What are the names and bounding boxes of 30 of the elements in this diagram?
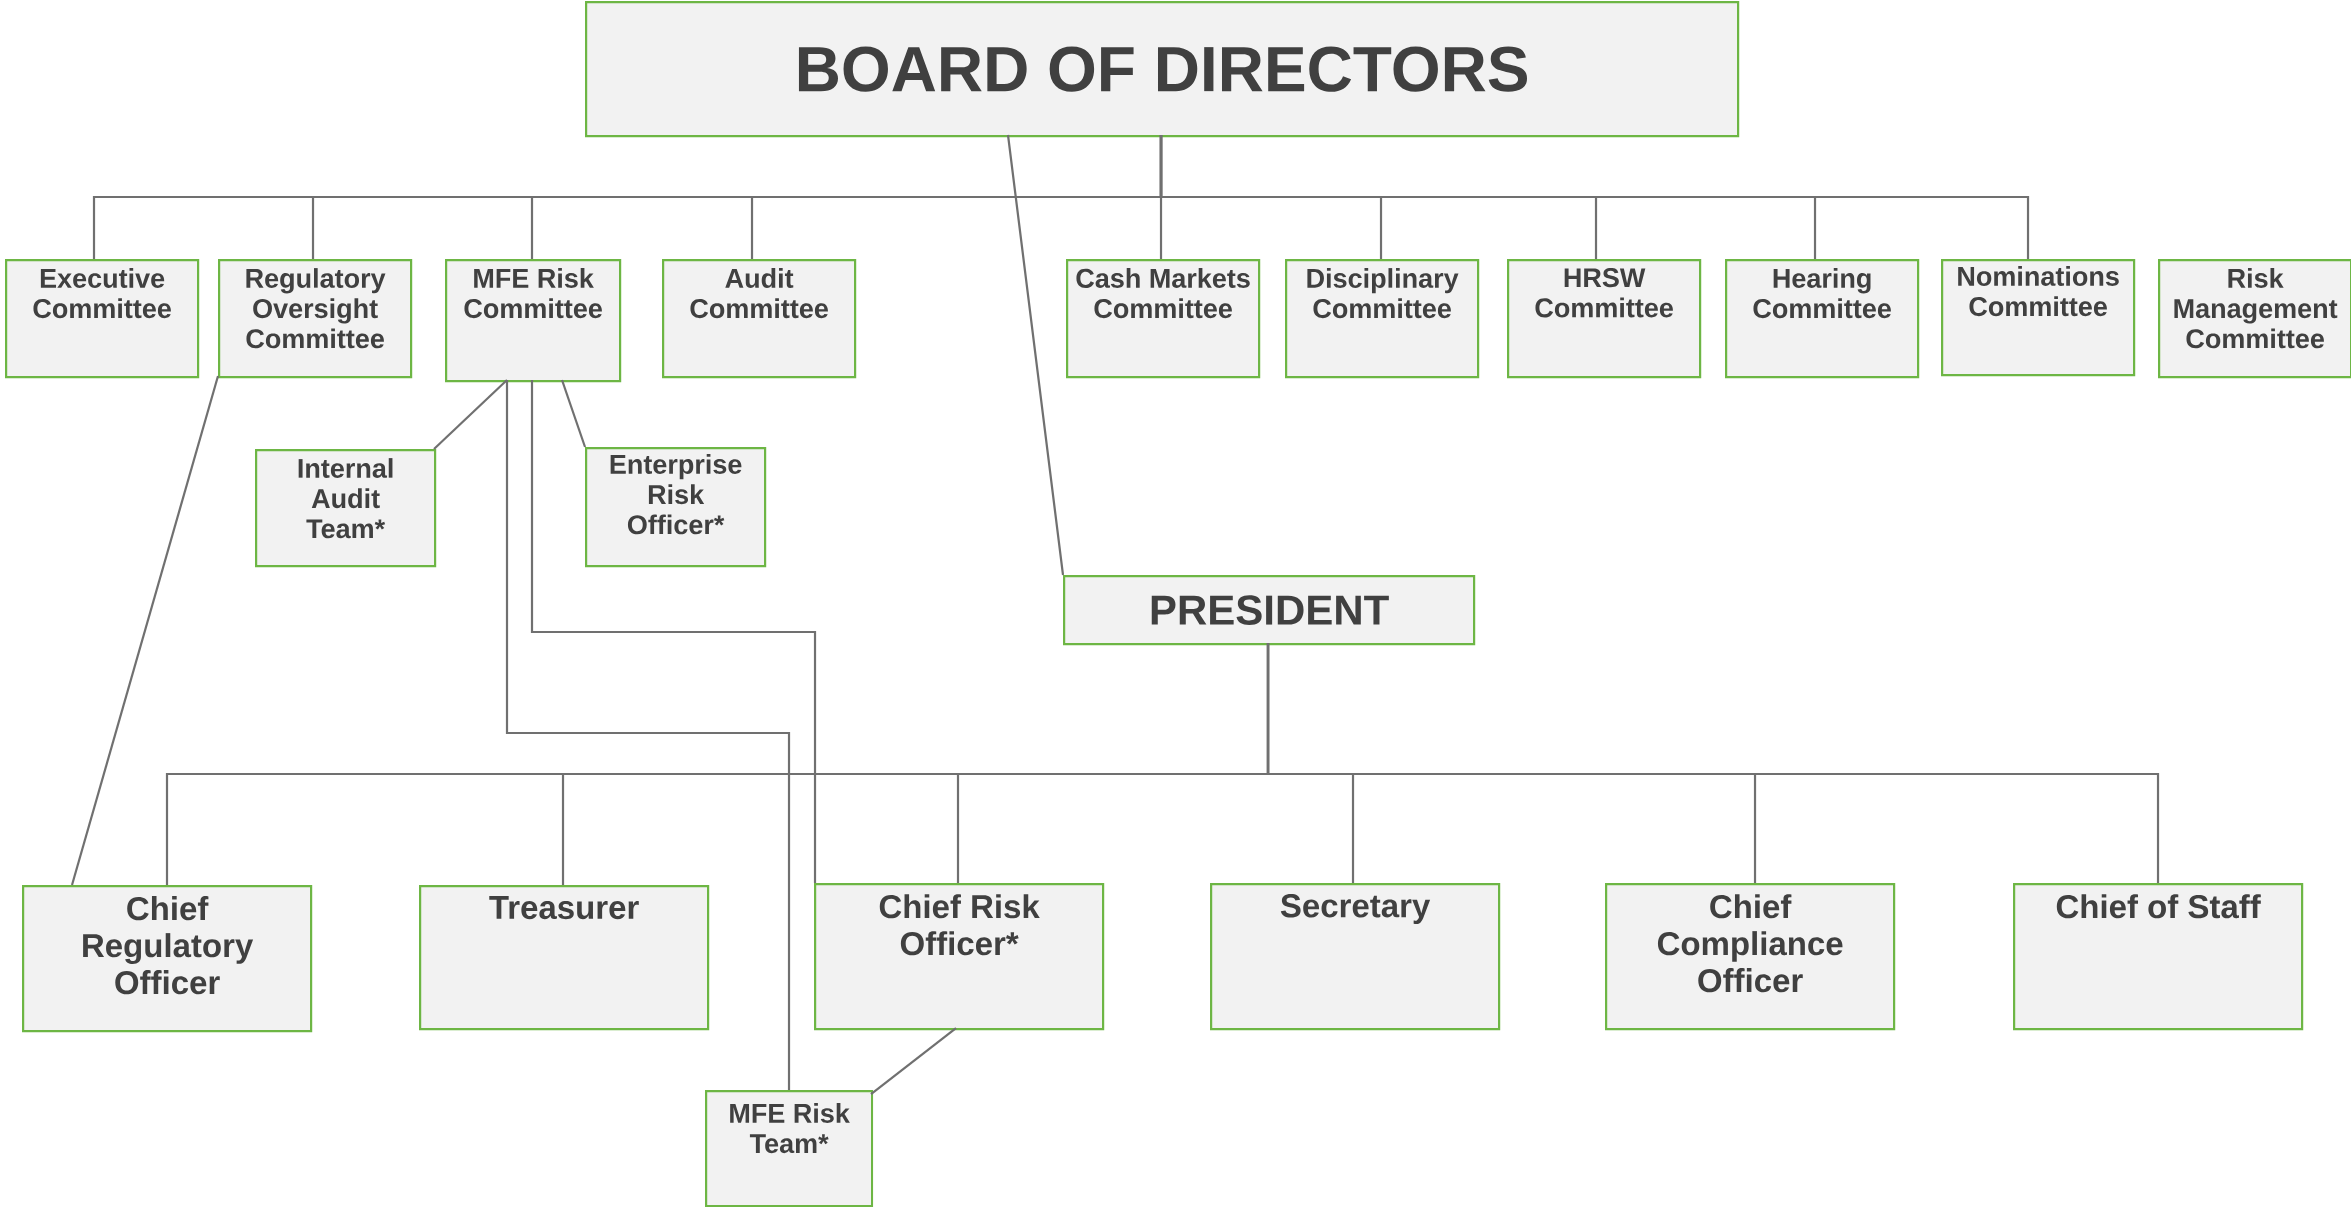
officer-box: Chief Risk Officer* xyxy=(814,883,1105,1031)
connector-line xyxy=(530,380,817,883)
connector-line xyxy=(870,1027,957,1095)
officer-box: Enterprise Risk Officer* xyxy=(585,447,767,568)
connector-line xyxy=(433,379,508,450)
connector-line xyxy=(560,379,587,448)
officer-box: Chief of Staff xyxy=(2013,883,2304,1031)
officer-box: Chief Compliance Officer xyxy=(1605,883,1896,1031)
officer-box: Chief Regulatory Officer xyxy=(22,885,313,1033)
connector-line xyxy=(70,375,220,886)
president-box: PRESIDENT xyxy=(1063,575,1476,646)
committee-box: MFE Risk Committee xyxy=(445,259,622,383)
committee-box: Risk Management Committee xyxy=(2158,259,2351,379)
connector-line xyxy=(1159,135,2030,259)
connector-line xyxy=(505,380,791,1090)
committee-box: Executive Committee xyxy=(5,259,200,379)
team-box: MFE Risk Team* xyxy=(705,1090,874,1207)
board-box: BOARD OF DIRECTORS xyxy=(585,1,1740,138)
officer-box: Secretary xyxy=(1210,883,1501,1031)
committee-box: Cash Markets Committee xyxy=(1066,259,1261,379)
committee-box: HRSW Committee xyxy=(1507,259,1702,379)
committee-box: Audit Committee xyxy=(662,259,857,379)
team-box: Internal Audit Team* xyxy=(255,449,437,568)
connector-line xyxy=(1266,643,2160,883)
connector-line xyxy=(1006,134,1065,576)
committee-box: Hearing Committee xyxy=(1725,259,1920,379)
committee-box: Nominations Committee xyxy=(1941,259,2136,377)
committee-box: Disciplinary Committee xyxy=(1285,259,1480,379)
committee-box: Regulatory Oversight Committee xyxy=(218,259,413,379)
officer-box: Treasurer xyxy=(419,885,710,1031)
